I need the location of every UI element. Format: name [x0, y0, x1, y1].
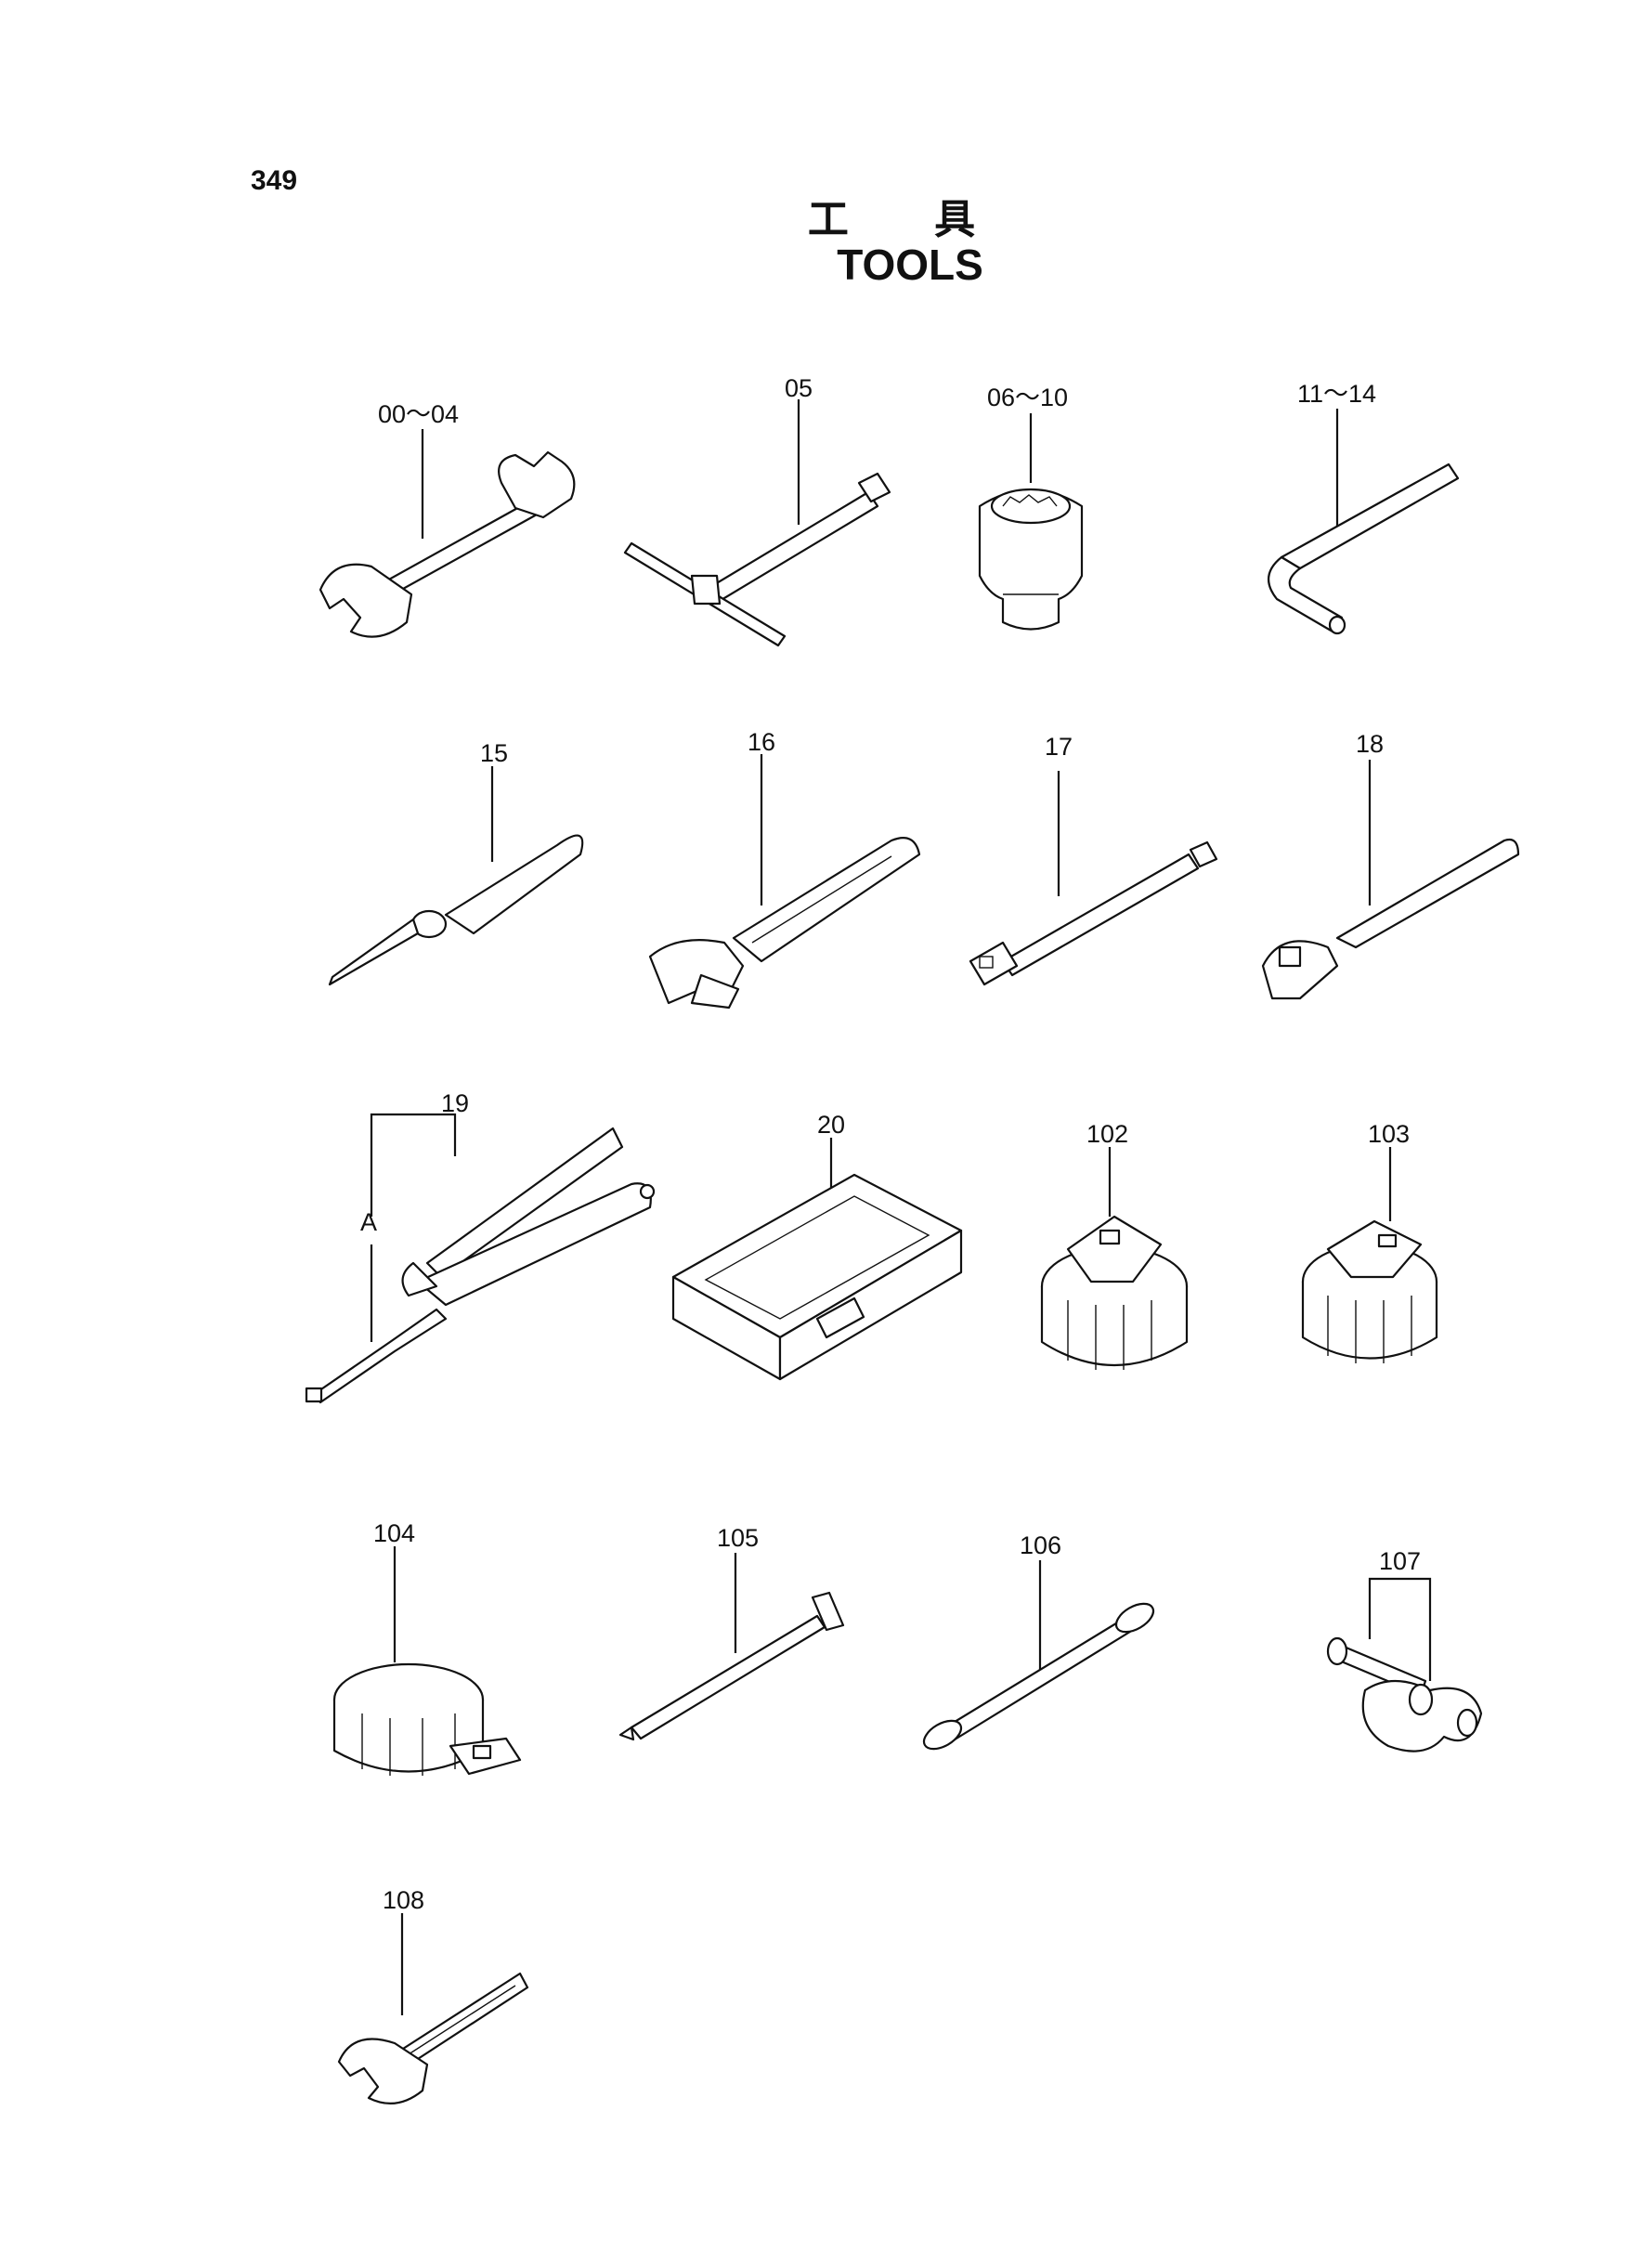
- grease-gun: [305, 1113, 656, 1404]
- hex-key: [1268, 409, 1460, 635]
- callout-label: 06～10: [987, 384, 1068, 411]
- callout-label: 19: [441, 1089, 469, 1117]
- callout-label: 17: [1045, 733, 1073, 761]
- callout-label: 00～04: [378, 400, 459, 428]
- page-title-jp: 工 具: [807, 197, 1013, 242]
- callout-label: 18: [1356, 730, 1384, 758]
- callout-label: 102: [1086, 1120, 1128, 1148]
- screwdriver: [328, 766, 584, 986]
- callout-label: 15: [480, 739, 508, 767]
- callout-label: 108: [383, 1886, 424, 1914]
- open-end-wrench: [319, 429, 576, 638]
- page-number: 349: [251, 165, 298, 196]
- tool-box: [671, 1138, 963, 1381]
- extension-bar: [969, 771, 1218, 986]
- ratchet-handle: [1261, 760, 1520, 1000]
- double-end-pin: [922, 1560, 1155, 1751]
- callout-label: 104: [373, 1519, 415, 1547]
- page-title-en: TOOLS: [837, 241, 983, 289]
- open-end-wrench: [337, 1913, 529, 2104]
- callout-label: 16: [748, 728, 775, 756]
- callout-label: 05: [785, 374, 813, 402]
- callout-label: 20: [817, 1111, 845, 1139]
- callout-label: 107: [1379, 1547, 1421, 1575]
- callout-label: 11～14: [1297, 380, 1376, 408]
- adjustable-wrench: [648, 754, 921, 1010]
- t-wrench: [623, 399, 891, 647]
- callout-label: 103: [1368, 1120, 1410, 1148]
- filter-wrench: [1301, 1147, 1438, 1363]
- callout-label: 106: [1020, 1531, 1061, 1559]
- socket: [978, 413, 1084, 631]
- callout-label: A: [360, 1208, 377, 1236]
- pin-punch: [618, 1553, 845, 1741]
- callout-label: 105: [717, 1524, 759, 1552]
- pin-assembly: [1326, 1577, 1483, 1752]
- filter-wrench: [1040, 1147, 1189, 1370]
- filter-wrench: [332, 1546, 522, 1776]
